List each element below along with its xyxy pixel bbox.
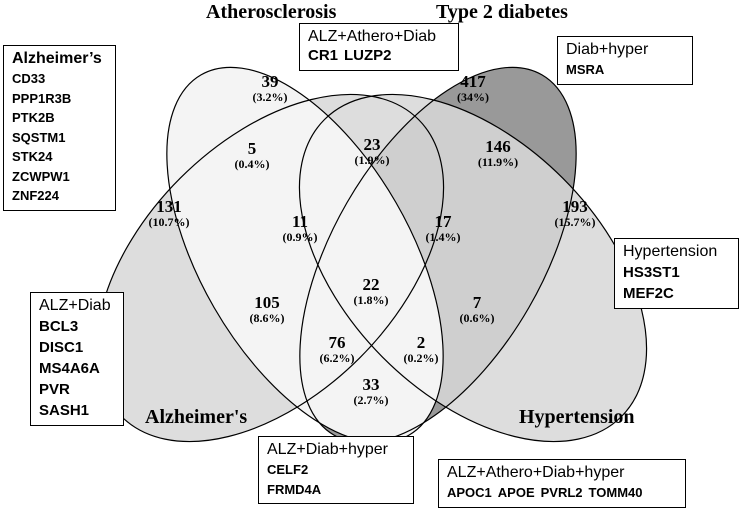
region-alz-athero-diab: 11 (0.9%) [283, 213, 318, 243]
gene-name: CD33 [12, 71, 46, 86]
region-percent: (11.9%) [477, 154, 519, 169]
region-athero-only: 39 (3.2%) [253, 73, 288, 103]
region-percent: (1.8%) [353, 292, 389, 307]
gene-name: PPP1R3B [12, 90, 72, 106]
gene-name: PTK2B [12, 110, 55, 125]
region-percent: (3.2%) [252, 89, 288, 104]
region-count: 76 [328, 333, 346, 352]
region-percent: (10.7%) [148, 214, 190, 229]
region-alz-athero: 5 (0.4%) [235, 140, 270, 170]
diabetes-label: Type 2 diabetes [436, 1, 568, 23]
gene-name: MS4A6A [39, 360, 100, 377]
gene-name: ZNF224 [12, 188, 59, 203]
gene-name: MSRA [566, 62, 605, 77]
region-hyper-only: 193 (15.7%) [555, 198, 596, 228]
region-count: 23 [363, 135, 381, 154]
region-count: 11 [291, 212, 309, 231]
gene-name: CELF2 [267, 462, 309, 477]
gene-name: APOE [497, 485, 535, 500]
gene-name: LUZP2 [344, 47, 392, 64]
gene-name: CR1 [308, 47, 339, 64]
region-percent: (6.2%) [319, 350, 355, 365]
region-percent: (15.7%) [554, 214, 596, 229]
region-athero-diab: 23 (1.9%) [355, 136, 390, 166]
region-percent: (1.9%) [354, 152, 390, 167]
region-percent: (0.6%) [459, 310, 495, 325]
region-diab-only: 417 (34%) [457, 73, 489, 103]
region-percent: (0.2%) [403, 350, 439, 365]
region-count: 105 [254, 293, 280, 312]
region-percent: (1.4%) [425, 229, 461, 244]
box-title: ALZ+Diab+hyper [267, 441, 388, 458]
region-alz-diab: 105 (8.6%) [250, 294, 285, 324]
gene-name: FRMD4A [267, 481, 322, 497]
alzheimers-label: Alzheimer's [145, 406, 248, 428]
region-count: 2 [416, 333, 426, 352]
gene-name: BCL3 [39, 318, 79, 335]
gene-name: PVR [39, 381, 70, 398]
gene-name: HS3ST1 [623, 264, 680, 281]
gene-name: STK24 [12, 149, 53, 164]
gene-list: APOC1 APOE PVRL2 TOMM40 [447, 483, 677, 503]
box-alz-athero-diab-genes: ALZ+Athero+Diab CR1 LUZP2 [299, 23, 459, 71]
box-diab-hyper-genes: Diab+hyper MSRA [557, 36, 693, 85]
region-alz-only: 131 (10.7%) [149, 198, 190, 228]
box-all-four-genes: ALZ+Athero+Diab+hyper APOC1 APOE PVRL2 TOMM… [438, 459, 686, 508]
atherosclerosis-label: Atherosclerosis [206, 1, 337, 23]
region-alz-hyper: 33 (2.7%) [354, 376, 389, 406]
region-all-four: 22 (1.8%) [354, 276, 389, 306]
region-percent: (34%) [457, 89, 489, 104]
region-percent: (0.9%) [282, 229, 318, 244]
region-count: 417 [460, 72, 486, 91]
region-percent: (0.4%) [234, 156, 270, 171]
region-count: 131 [156, 197, 182, 216]
region-percent: (2.7%) [353, 392, 389, 407]
region-percent: (8.6%) [249, 310, 285, 325]
region-count: 193 [562, 197, 588, 216]
region-count: 22 [362, 275, 380, 294]
gene-list: CR1 LUZP2 [308, 47, 450, 66]
region-alz-diab-hyper: 76 (6.2%) [320, 334, 355, 364]
region-athero-hyper: 7 (0.6%) [460, 294, 495, 324]
box-title: ALZ+Athero+Diab+hyper [447, 464, 625, 481]
region-diab-hyper: 146 (11.9%) [478, 138, 518, 168]
box-title: Alzheimer’s [12, 50, 102, 67]
region-count: 33 [362, 375, 380, 394]
gene-name: TOMM40 [588, 485, 643, 500]
region-count: 146 [485, 137, 511, 156]
hypertension-outline [298, 93, 648, 443]
box-title: Diab+hyper [566, 41, 649, 58]
region-alz-athero-hyper: 2 (0.2%) [404, 334, 439, 364]
gene-name: APOC1 [447, 485, 492, 500]
gene-name: MEF2C [623, 285, 674, 302]
gene-name: ZCWPW1 [12, 168, 70, 184]
gene-name: SQSTM1 [12, 129, 66, 145]
gene-name: SASH1 [39, 402, 90, 419]
region-count: 5 [247, 139, 257, 158]
gene-list: MSRA [566, 60, 684, 80]
region-count: 39 [261, 72, 279, 91]
atherosclerosis-outline [166, 66, 444, 444]
gene-name: PVRL2 [540, 485, 583, 500]
region-count: 17 [434, 212, 452, 231]
region-count: 7 [472, 293, 482, 312]
gene-name: DISC1 [39, 339, 84, 356]
box-title: Hypertension [623, 243, 718, 260]
hypertension-label: Hypertension [519, 406, 635, 428]
region-athero-diab-hyper: 17 (1.4%) [426, 213, 461, 243]
box-title: ALZ+Athero+Diab [308, 28, 437, 45]
diabetes-outline [299, 66, 577, 444]
box-title: ALZ+Diab [39, 297, 111, 314]
